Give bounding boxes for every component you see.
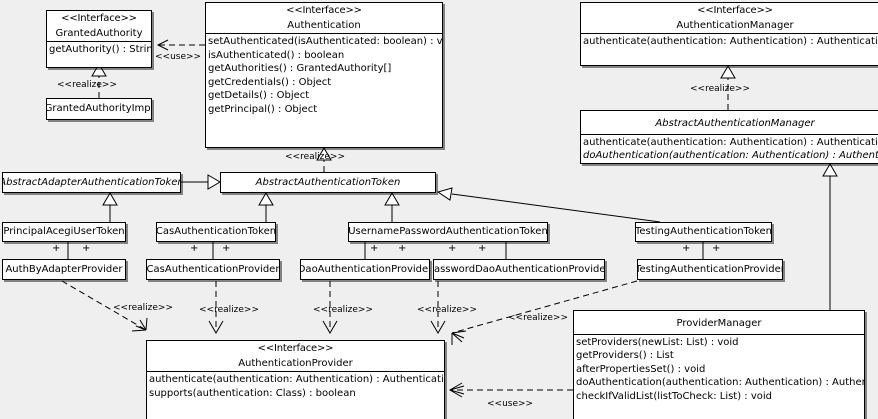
operation: setProviders(newList: List) : void [576,336,739,348]
connector-principalacegiusertoken-extends-abstractadaptertoken [102,192,118,222]
operation: isAuthenticated() : boolean [208,49,345,61]
class-dao-authentication-provider[interactable]: DaoAuthenticationProvider [300,259,430,280]
association-plus-marker: + [222,243,231,254]
class-name: CasAuthenticationToken [157,226,275,238]
connector-testingauthenticationtoken-extends-abstractauthenticationtoken [436,187,661,223]
class-name: AbstractAuthenticationManager [655,118,815,129]
class-granted-authority-impl[interactable]: GrantedAuthorityImpl [46,98,152,120]
class-header: <<Interface>> AuthenticationProvider [147,341,444,371]
class-name: Authentication [287,19,361,31]
interface-stereotype: <<Interface>> [286,5,362,16]
class-name: AuthByAdapterProvider [5,263,123,275]
association-plus-marker: + [370,243,379,254]
class-header: ProviderManager [574,311,864,334]
operation: getAuthority() : String [49,44,151,55]
label-realize-testingauthenticationprovider: <<realize>> [508,313,568,323]
class-authentication-provider[interactable]: <<Interface>> AuthenticationProvider aut… [146,340,445,419]
association-plus-marker: + [190,243,199,254]
label-realize-daoauthenticationprovider: <<realize>> [313,305,373,315]
operation: supports(authentication: Class) : boolea… [149,387,356,399]
class-testing-authentication-provider[interactable]: TestingAuthenticationProvider [637,259,783,280]
operations-compartment: authenticate(authentication: Authenticat… [581,133,878,164]
association-plus-marker: + [478,243,487,254]
association-plus-marker: + [52,243,61,254]
class-auth-by-adapter-provider[interactable]: AuthByAdapterProvider [2,259,126,280]
class-principal-acegi-user-token[interactable]: PrincipalAcegiUserToken [2,222,126,242]
label-use-providermanager: <<use>> [487,399,534,409]
label-realize-authbyadapterprovider: <<realize>> [113,303,173,313]
class-name: AbstractAuthenticationToken [255,176,401,188]
label-realize-abstractauthenticationmanager: <<realize>> [690,84,750,94]
class-name: TestingAuthenticationProvider [638,263,782,275]
operation: authenticate(authentication: Authenticat… [149,374,444,385]
connector-providermanager-extends-abstractauthenticationmanager [822,163,838,310]
class-cas-authentication-token[interactable]: CasAuthenticationToken [156,222,276,242]
operations-compartment: setProviders(newList: List) : void getPr… [574,333,864,405]
interface-stereotype: <<Interface>> [257,343,334,354]
class-abstract-authentication-manager[interactable]: AbstractAuthenticationManager authentica… [580,110,878,164]
operations-compartment: authenticate(authentication: Authenticat… [581,33,878,50]
class-abstract-authentication-token[interactable]: AbstractAuthenticationToken [220,172,436,193]
operation: setAuthenticated(isAuthenticated: boolea… [208,36,442,47]
class-name: PasswordDaoAuthenticationProvider [434,263,604,275]
class-testing-authentication-token[interactable]: TestingAuthenticationToken [635,222,772,242]
class-password-dao-authentication-provider[interactable]: PasswordDaoAuthenticationProvider [433,259,605,280]
class-abstract-adapter-authentication-token[interactable]: AbstractAdapterAuthenticationToken [2,172,181,193]
class-header: <<Interface>> Authentication [206,3,442,33]
interface-stereotype: <<Interface>> [61,13,137,24]
association-plus-marker: + [682,243,691,254]
class-header: AbstractAuthenticationManager [581,111,878,134]
operations-compartment: setAuthenticated(isAuthenticated: boolea… [206,33,442,117]
label-realize-grantedauthorityimpl: <<realize>> [57,80,117,90]
class-name: UsernamePasswordAuthenticationToken [349,226,547,238]
connector-usernamepasswordtoken-extends-abstractauthenticationtoken [384,192,400,222]
connector-providermanager-uses-authenticationprovider [449,382,573,398]
interface-stereotype: <<Interface>> [697,5,773,16]
operation: doAuthentication(authentication: Authent… [583,150,878,161]
operations-compartment: authenticate(authentication: Authenticat… [147,371,444,401]
class-name: TestingAuthenticationToken [636,226,771,238]
label-realize-casauthenticationprovider: <<realize>> [199,305,259,315]
operation: getPrincipal() : Object [208,103,318,115]
label-realize-passworddaoauthenticationprovider: <<realize>> [417,305,477,315]
operations-compartment: getAuthority() : String [47,41,151,58]
class-cas-authentication-provider[interactable]: CasAuthenticationProvider [146,259,280,280]
operation: authenticate(authentication: Authenticat… [583,136,878,148]
association-plus-marker: + [448,243,457,254]
class-provider-manager[interactable]: ProviderManager setProviders(newList: Li… [573,310,865,419]
operation: afterPropertiesSet() : void [576,363,706,375]
association-plus-marker: + [398,243,407,254]
class-name: AbstractAdapterAuthenticationToken [3,176,180,188]
connector-casauthenticationtoken-extends-abstractauthenticationtoken [258,192,274,222]
class-granted-authority[interactable]: <<Interface>> GrantedAuthority getAuthor… [46,10,152,68]
class-name: PrincipalAcegiUserToken [3,226,125,238]
label-use-authentication-grantedauthority: <<use>> [155,52,202,62]
class-name: GrantedAuthority [55,27,143,39]
class-authentication[interactable]: <<Interface>> Authentication setAuthenti… [205,2,443,148]
operation: doAuthentication(authentication: Authent… [576,377,864,388]
class-name: GrantedAuthorityImpl [47,103,151,115]
operation: getAuthorities() : GrantedAuthority[] [208,63,392,74]
class-name: AuthenticationProvider [238,357,353,369]
operation: getDetails() : Object [208,90,310,101]
operation: authenticate(authentication: Authenticat… [583,36,878,47]
class-header: <<Interface>> AuthenticationManager [581,3,878,33]
operation: getProviders() : List [576,350,674,361]
operation: getCredentials() : Object [208,76,332,88]
connector-abstractadaptertoken-extends-abstractauthenticationtoken [181,174,221,190]
operation: checkIfValidList(listToCheck: List) : vo… [576,390,773,402]
association-plus-marker: + [82,243,91,254]
class-name: AuthenticationManager [676,19,794,31]
class-name: DaoAuthenticationProvider [301,263,429,275]
label-realize-abstractauthenticationtoken: <<realize>> [285,152,345,162]
class-name: CasAuthenticationProvider [147,263,279,275]
class-authentication-manager[interactable]: <<Interface>> AuthenticationManager auth… [580,2,878,66]
class-header: <<Interface>> GrantedAuthority [47,11,151,41]
class-name: ProviderManager [676,318,762,329]
association-plus-marker: + [712,243,721,254]
class-username-password-authentication-token[interactable]: UsernamePasswordAuthenticationToken [348,222,548,242]
